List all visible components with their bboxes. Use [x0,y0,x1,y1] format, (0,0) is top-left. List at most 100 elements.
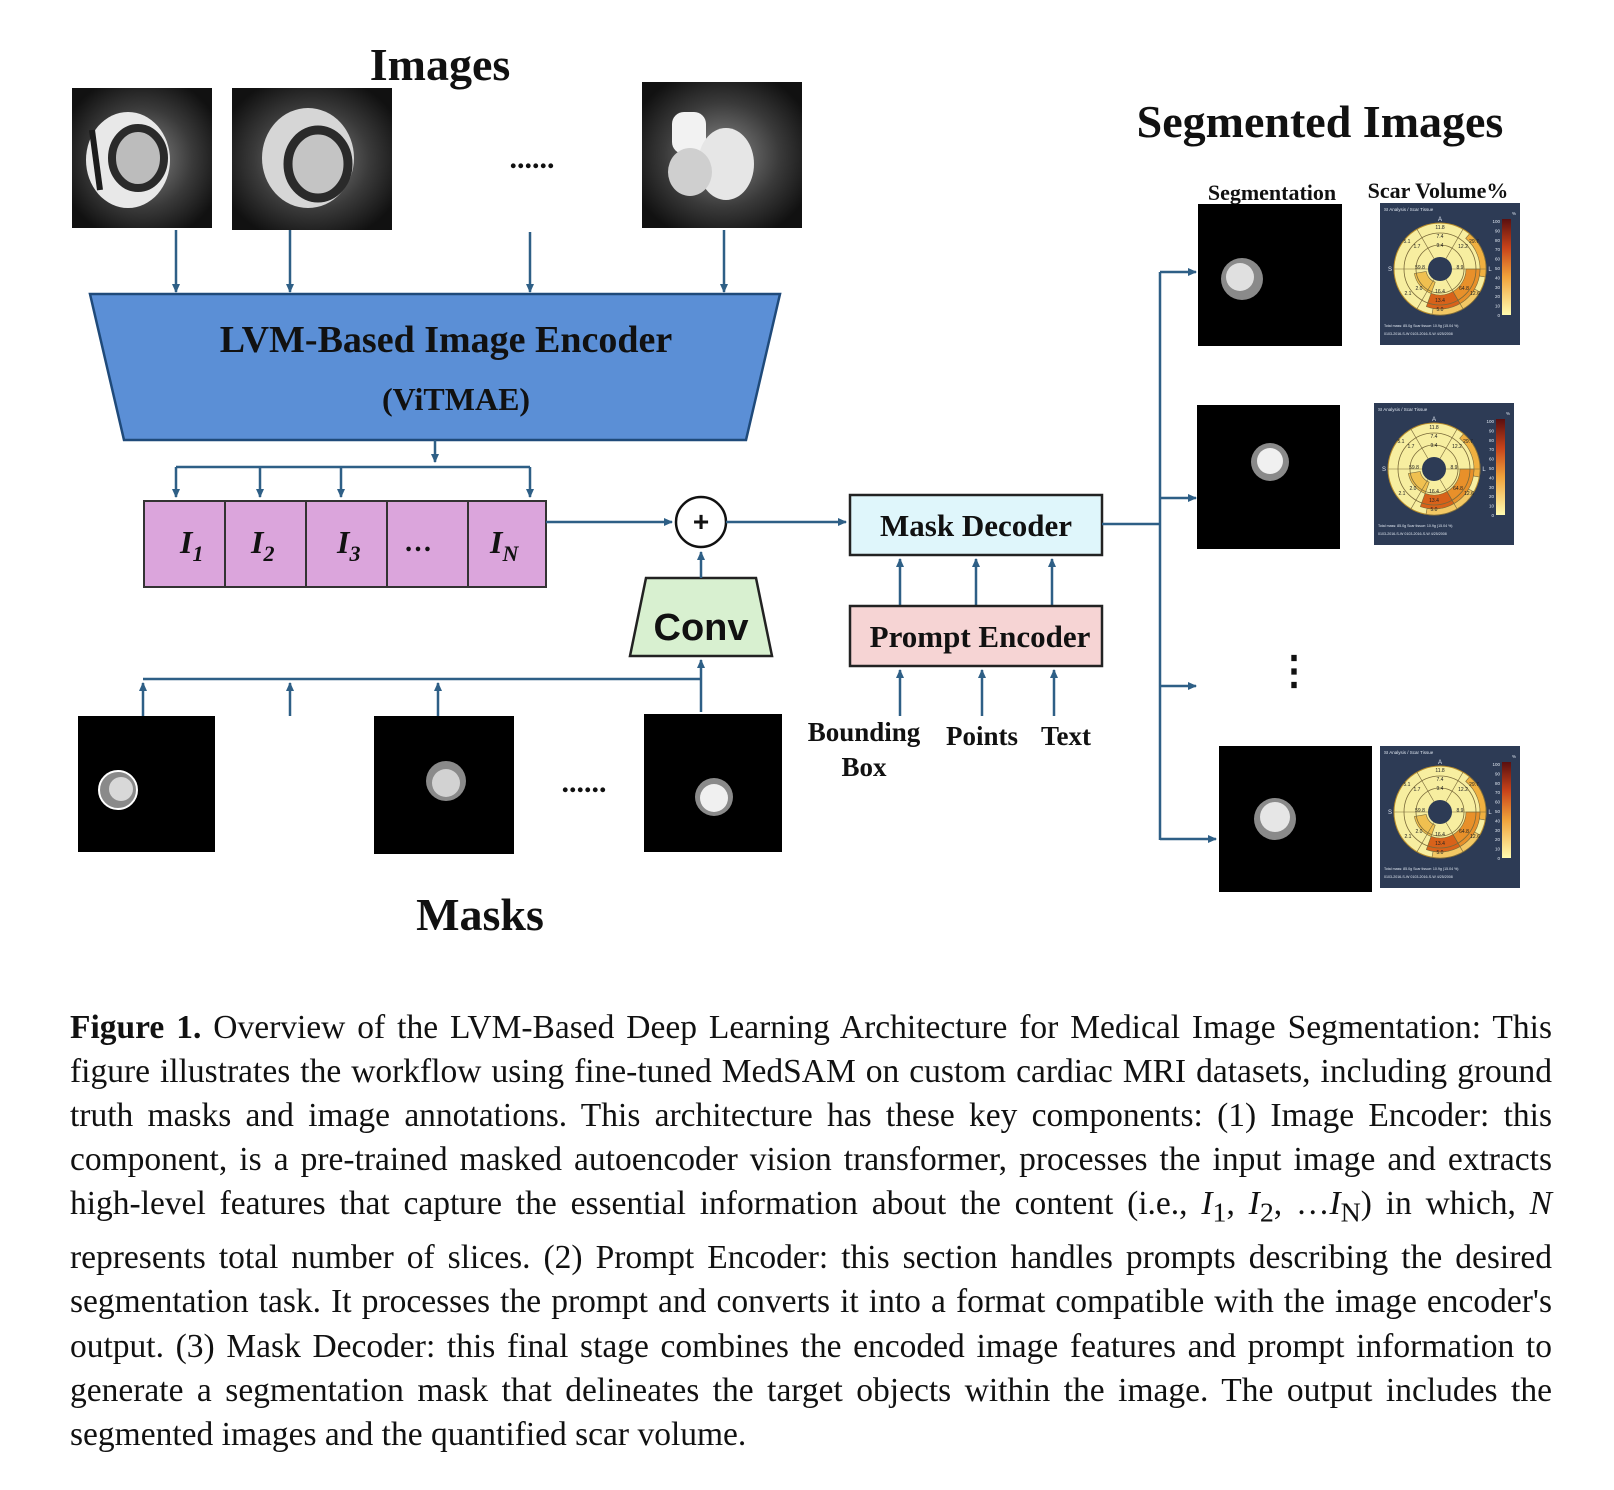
bullseye-value: 16.4 [1435,832,1445,838]
bullseye-value: 11.8 [1429,425,1439,431]
bullseye-spoke [1416,279,1435,309]
bullseye-segment [1414,814,1436,837]
bullseye-septal-label: S [1388,267,1392,273]
decoder-to-output-arrows [1102,268,1217,843]
bullseye-scale-tick: 90 [1489,428,1495,433]
mask-image-2 [374,716,514,854]
bullseye-footer-2: 0103-2016-S-W 0103-2016-S-W 4/25/2008 [1378,532,1447,536]
conv-block: Conv [628,551,774,658]
bullseye-value: 1.7 [1414,787,1421,793]
token-1: I1 [179,524,203,566]
caption-text-2: ) in which, [1360,1185,1530,1223]
prompt-bounding-box-line2: Box [841,752,887,782]
bullseye-lateral-label: L [1488,810,1492,816]
bullseye-scale-tick: 100 [1486,419,1494,424]
output-vdots: ⋮ [1274,648,1314,693]
bullseye-value: 29.7 [1469,782,1479,788]
bullseye-spoke [1416,772,1435,802]
bullseye-scale-tick: 100 [1492,219,1500,224]
bullseye-value: 5.0 [1437,850,1444,856]
image-to-encoder-arrows [172,230,728,293]
caption-math-sep1: , [1226,1185,1249,1223]
bullseye-value: 64.8 [1453,486,1463,492]
bullseye-scale-tick: 60 [1495,257,1501,262]
bullseye-scale-tick: 90 [1495,228,1501,233]
bullseye-scale-tick: 70 [1495,247,1501,252]
bullseye-spoke [1416,822,1435,852]
bullseye-apex-label: A [1438,217,1442,223]
masks-heading: Masks [416,889,544,940]
bullseye-spoke [1439,429,1458,459]
bullseye-spoke [1410,479,1429,509]
bullseye-value: 1.7 [1414,244,1421,250]
bullseye-value: 59.8 [1409,465,1419,471]
token-2: I2 [250,524,274,566]
caption-label: Figure 1. [70,1008,202,1046]
bullseye-value: 13.4 [1429,498,1439,504]
mask-ellipsis: ...... [562,766,607,799]
bullseye-segment [1425,488,1475,516]
bullseye-scale-tick: 40 [1495,818,1501,823]
bullseye-segment [1465,776,1487,821]
bullseye-value: 5.1 [1404,782,1411,788]
caption-math-i1: I [1201,1185,1213,1223]
caption-math-subn: N [1340,1198,1361,1229]
conv-label: Conv [654,607,749,649]
bullseye-spoke [1445,229,1464,259]
bullseye-value: 29.7 [1463,439,1473,445]
bullseye-scale-tick: 40 [1495,275,1501,280]
bullseye-apex-label: A [1438,760,1442,766]
bullseye-lateral-label: L [1482,467,1486,473]
bullseye-center [1428,800,1452,824]
bullseye-segment [1414,271,1436,294]
bullseye-scale-tick: 10 [1489,504,1495,509]
bullseye-footer-2: 0103-2016-S-W 0103-2016-S-W 4/25/2008 [1384,332,1453,336]
bullseye-spoke [1439,479,1458,509]
prompt-bounding-box-line1: Bounding [808,717,921,747]
encoder-subtitle: (ViTMAE) [382,381,530,417]
bullseye-scale-tick: 40 [1489,475,1495,480]
figure-caption: Figure 1. Overview of the LVM-Based Deep… [70,1006,1552,1458]
token-sequence: I1 I2 I3 … IN [143,500,547,588]
bullseye-value: 11.8 [1435,768,1445,774]
encoder-title: LVM-Based Image Encoder [220,319,673,361]
image-encoder-block: LVM-Based Image Encoder (ViTMAE) [88,292,782,442]
mri-image-2 [232,88,392,230]
bullseye-value: 1.7 [1408,444,1415,450]
bullseye-value: 2.1 [1405,834,1412,840]
bullseye-apex-label: A [1432,417,1436,423]
bullseye-scale-tick: 80 [1495,238,1501,243]
prompt-points: Points [946,721,1018,751]
bullseye-value: 8.9 [1451,465,1458,471]
bullseye-segment [1431,831,1481,859]
bullseye-scale-tick: 90 [1495,771,1501,776]
bullseye-header: SI Analysis / Scar Tissue [1384,750,1434,755]
bullseye-header: SI Analysis / Scar Tissue [1384,207,1434,212]
bullseye-spoke [1410,429,1429,459]
caption-text-3: represents total number of slices. (2) P… [70,1239,1552,1454]
bullseye-scale-tick: 50 [1489,466,1495,471]
caption-math-in: I [1329,1185,1341,1223]
bullseye-value: 5.1 [1404,239,1411,245]
bullseye-scale-tick: 20 [1489,494,1495,499]
bullseye-center [1428,257,1452,281]
prompt-text: Text [1041,721,1091,751]
segmentation-output-1 [1198,204,1342,346]
prompt-input-arrows [896,669,1058,716]
bullseye-scale-tick: 100 [1492,762,1500,767]
bullseye-septal-label: S [1388,810,1392,816]
segmentation-column-label: Segmentation [1208,180,1336,205]
bullseye-scale-tick: 20 [1495,294,1501,299]
bullseye-value: 13.4 [1435,298,1445,304]
bullseye-value: 5.1 [1398,439,1405,445]
bullseye-scale-tick: 80 [1489,438,1495,443]
image-ellipsis: ...... [510,142,555,175]
bullseye-scale-tick: 30 [1489,485,1495,490]
bullseye-value: 5.0 [1437,307,1444,313]
bullseye-scale-tick: 60 [1489,457,1495,462]
mri-image-n [642,82,802,228]
bullseye-value: 12.6 [1464,491,1474,497]
bullseye-septal-label: S [1382,467,1386,473]
bullseye-value: 12.2 [1458,787,1468,793]
caption-math-sub2: 2 [1259,1198,1274,1229]
